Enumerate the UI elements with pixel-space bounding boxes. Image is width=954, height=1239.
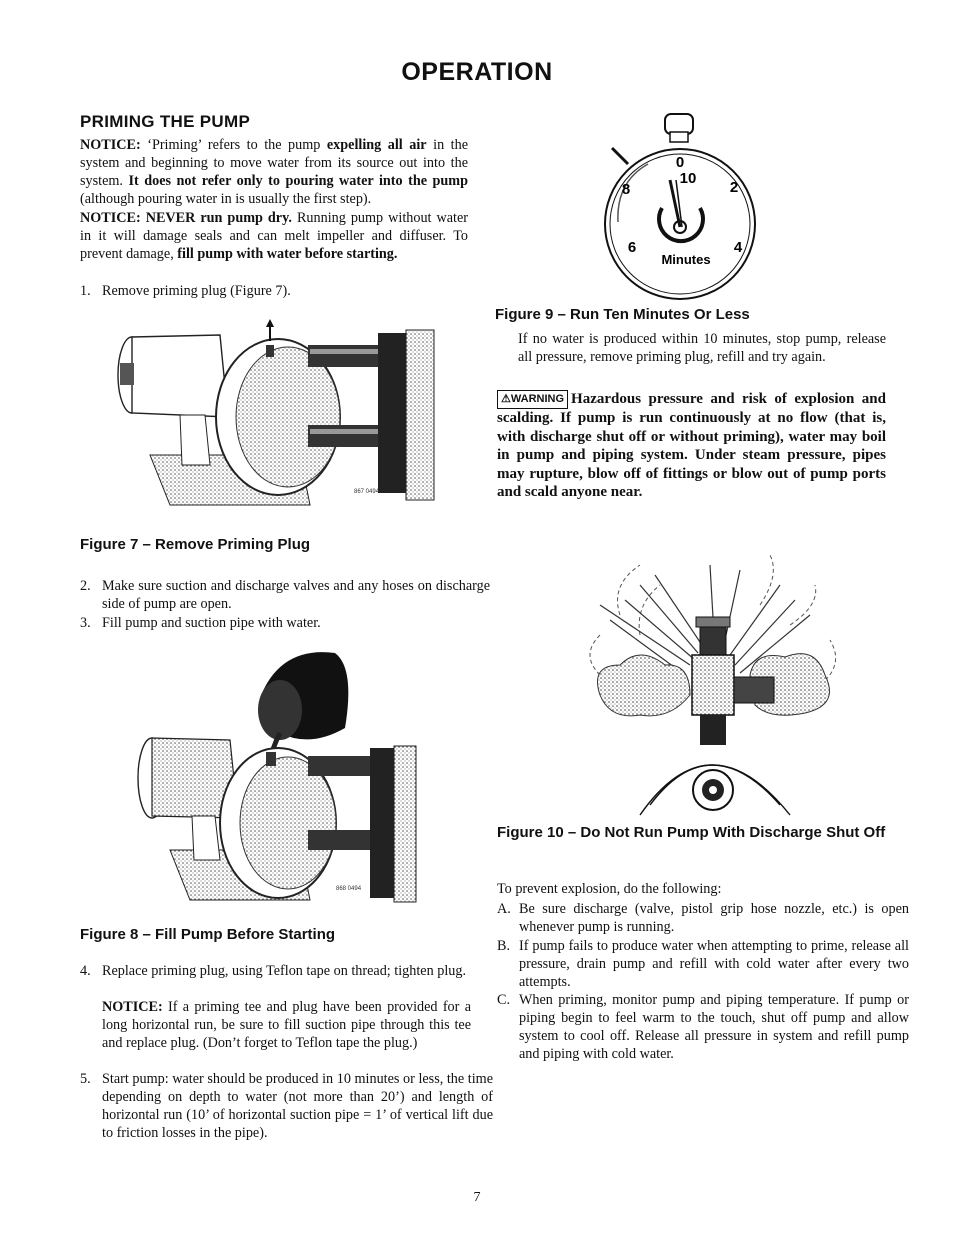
- timer-minutes-label: Minutes: [661, 252, 710, 267]
- timer-8: 8: [622, 181, 630, 198]
- notice-priming: NOTICE: ‘Priming’ refers to the pump exp…: [80, 137, 469, 207]
- warning-badge: ⚠WARNING: [497, 390, 569, 409]
- prevent-item-b: B.If pump fails to produce water when at…: [497, 938, 909, 990]
- figure-8-code: 868 0494: [336, 886, 362, 892]
- notice-never-run-dry: NOTICE: NEVER run pump dry. Running pump…: [80, 210, 468, 262]
- figure-9-stopwatch: 0 10 2 8 6 4 Minutes: [604, 113, 756, 300]
- step-2: 2.Make sure suction and discharge valves…: [80, 578, 490, 612]
- step-4-notice: NOTICE: If a priming tee and plug have b…: [102, 999, 471, 1051]
- timer-2: 2: [730, 179, 738, 196]
- timer-10: 10: [680, 170, 697, 187]
- figure-7-code: 867 0494: [354, 489, 380, 495]
- page-title: OPERATION: [401, 58, 553, 86]
- step-5: 5.Start pump: water should be produced i…: [80, 1071, 493, 1141]
- timer-4: 4: [734, 239, 743, 256]
- section-heading: PRIMING THE PUMP: [80, 112, 251, 131]
- figure-7-illustration: 867 0494: [117, 319, 435, 506]
- figure-9-caption: Figure 9 – Run Ten Minutes Or Less: [495, 306, 750, 323]
- warning-icon: ⚠: [501, 393, 511, 405]
- prevent-item-a: A.Be sure discharge (valve, pistol grip …: [497, 901, 909, 935]
- figure-10-caption: Figure 10 – Do Not Run Pump With Dischar…: [497, 824, 886, 841]
- timer-0: 0: [676, 154, 684, 171]
- page-number: 7: [473, 1190, 481, 1205]
- figure-7-caption: Figure 7 – Remove Priming Plug: [80, 536, 311, 553]
- prevent-item-c: C.When priming, monitor pump and piping …: [497, 992, 909, 1062]
- prevent-intro: To prevent explosion, do the following:: [497, 881, 722, 897]
- timer-6: 6: [628, 239, 636, 256]
- step-1: 1.Remove priming plug (Figure 7).: [80, 283, 291, 299]
- step-4: 4.Replace priming plug, using Teflon tap…: [80, 963, 466, 979]
- figure-10-illustration: [589, 554, 837, 816]
- figure-8-caption: Figure 8 – Fill Pump Before Starting: [80, 926, 336, 943]
- step-3: 3.Fill pump and suction pipe with water.: [80, 615, 321, 631]
- figure-9-instruction: If no water is produced within 10 minute…: [518, 331, 886, 365]
- figure-8-illustration: 868 0494: [137, 652, 417, 903]
